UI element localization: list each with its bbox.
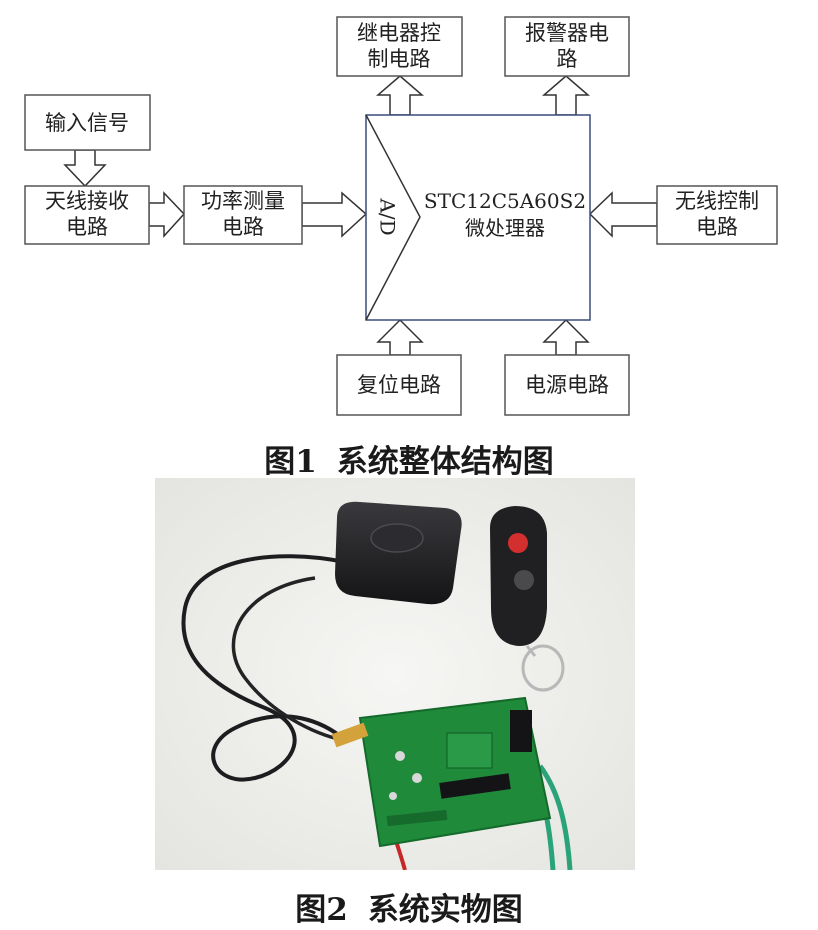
alarm-label-2: 路 <box>557 47 578 71</box>
input-signal-label: 输入信号 <box>45 111 129 135</box>
adc-chevron <box>365 114 421 321</box>
arrow-reset-to-mcu <box>376 318 424 356</box>
reset-box <box>336 354 462 416</box>
arrow-mcu-to-relay <box>375 75 425 116</box>
mcu-label-2: 微处理器 <box>465 216 545 240</box>
system-structure-diagram: 输入信号 天线接收 电路 功率测量 电路 继电器控 制电路 报警器电 路 无线控… <box>24 16 778 416</box>
adc-label: A/D <box>376 197 400 235</box>
mcu-chip <box>439 773 511 799</box>
relay-label-2: 制电路 <box>368 47 431 71</box>
power-meas-label-1: 功率测量 <box>201 189 285 213</box>
rf-module <box>446 732 493 769</box>
remote-lock-button-icon <box>508 533 528 553</box>
figure2-title: 系统实物图 <box>367 892 523 928</box>
arrow-power-supply-to-mcu <box>542 318 590 356</box>
figure1-caption: 图1 系统整体结构图 <box>0 436 818 481</box>
figure2-caption: 图2 系统实物图 <box>0 884 818 929</box>
pcb-board <box>331 696 552 848</box>
arrow-antenna-to-power <box>148 191 186 238</box>
wireless-ctrl-box <box>656 185 778 245</box>
figure1-number: 图1 <box>264 444 317 480</box>
power-meas-box <box>183 185 303 245</box>
green-wire-2 <box>537 764 573 870</box>
arrow-wireless-to-mcu <box>588 191 658 238</box>
figure1-title: 系统整体结构图 <box>336 444 554 480</box>
gps-antenna <box>335 501 462 605</box>
power-meas-label-2: 电路 <box>222 215 264 239</box>
alarm-label-1: 报警器电 <box>525 21 609 45</box>
input-signal-box <box>24 94 151 151</box>
arrow-mcu-to-alarm <box>541 75 591 116</box>
remote-fob <box>490 506 565 692</box>
remote-unlock-button-icon <box>514 570 534 590</box>
mcu-label-1: STC12C5A60S2 <box>424 189 586 213</box>
sma-connector <box>331 722 369 748</box>
alarm-box <box>504 16 630 77</box>
arrow-input-to-antenna <box>63 149 107 188</box>
system-photo <box>155 478 635 870</box>
mcu-box <box>365 114 591 321</box>
wireless-ctrl-label-2: 电路 <box>696 215 738 239</box>
antenna-rx-label-2: 电路 <box>66 215 108 239</box>
power-supply-box <box>504 354 630 416</box>
relay-label-1: 继电器控 <box>357 21 441 45</box>
relay-box <box>336 16 463 77</box>
pin-header <box>510 710 532 752</box>
antenna-cable <box>181 554 347 782</box>
antenna-rx-label-1: 天线接收 <box>45 189 129 213</box>
antenna-cable-loop <box>231 576 346 742</box>
keyring-icon <box>521 644 565 692</box>
reset-label: 复位电路 <box>357 373 441 397</box>
power-supply-label: 电源电路 <box>525 373 609 397</box>
antenna-rx-box <box>24 185 150 245</box>
arrow-power-to-adc <box>301 191 368 238</box>
figure2-number: 图2 <box>295 892 348 928</box>
wireless-ctrl-label-1: 无线控制 <box>675 189 759 213</box>
